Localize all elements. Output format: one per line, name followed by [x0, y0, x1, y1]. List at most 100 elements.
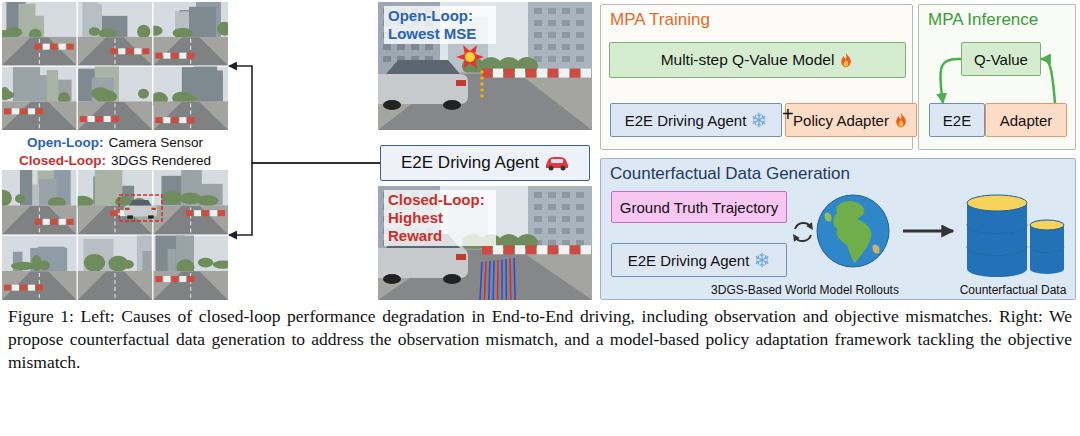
- graphic-part: Policy Adapter: [793, 112, 909, 129]
- snowflake-arm: [755, 254, 770, 265]
- road-barrier: [96, 116, 103, 122]
- graphic-part: Adapter: [1000, 112, 1053, 129]
- tree: [31, 255, 41, 271]
- connector-arrow: [940, 59, 961, 103]
- database-bottom: [1030, 242, 1064, 252]
- database-band: [967, 195, 1027, 211]
- camera-view: [78, 170, 153, 235]
- connector-arrow: [1041, 59, 1055, 103]
- collision-burst: [456, 45, 484, 69]
- sky: [2, 67, 77, 131]
- car-icon: [545, 155, 569, 171]
- camera-view: [78, 2, 153, 66]
- tree: [163, 191, 182, 204]
- trajectory-dot: [480, 88, 484, 92]
- flame-core: [844, 60, 849, 66]
- camera-grid: [2, 2, 228, 130]
- database-band: [967, 217, 1027, 233]
- road-barrier: [515, 245, 525, 254]
- road-barrier: [581, 69, 591, 78]
- snowflake-stroke: [756, 255, 768, 265]
- car-light: [456, 254, 466, 260]
- building-window: [534, 228, 542, 234]
- adapter-box: Adapter: [985, 103, 1067, 137]
- ground-truth-box: Ground Truth Trajectory: [611, 191, 787, 223]
- tree: [213, 260, 228, 268]
- building-window: [562, 8, 570, 14]
- road-barrier: [4, 285, 11, 291]
- rendered-panel: Closed-Loop:3DGS Rendered: [2, 150, 228, 300]
- building-window: [534, 216, 542, 222]
- trajectory-line: [480, 262, 482, 300]
- snowflake-stroke: [753, 116, 765, 123]
- building-window: [562, 240, 570, 246]
- snowflake-stroke: [756, 255, 768, 265]
- snowflake-stroke: [753, 116, 765, 123]
- building: [143, 251, 152, 271]
- building: [13, 67, 40, 101]
- connector-arrow: [903, 230, 953, 233]
- q-value-box: Q-Value: [961, 42, 1041, 76]
- building-window: [576, 240, 584, 246]
- road-barrier: [28, 285, 35, 291]
- tree: [89, 27, 100, 35]
- road-barrier: [581, 245, 591, 254]
- box-label: E2E Driving Agent: [628, 252, 750, 269]
- graphic-part: Multi-step Q-Value Model: [661, 51, 855, 69]
- road-barrier: [155, 276, 162, 282]
- data-generation-panel: Counterfactual Data GenerationGround Tru…: [600, 158, 1076, 300]
- tree: [217, 22, 228, 36]
- sky: [378, 2, 592, 130]
- tree: [153, 26, 162, 36]
- e2e-box: E2E: [929, 103, 985, 137]
- sky: [2, 236, 77, 301]
- box-label: Policy Adapter: [793, 112, 889, 129]
- building-window: [562, 216, 570, 222]
- lane-line: [190, 39, 191, 66]
- tree: [137, 25, 150, 39]
- ground: [2, 205, 77, 234]
- building-window: [576, 192, 584, 198]
- road-barrier: [35, 219, 42, 225]
- building-window: [548, 228, 556, 234]
- agent-box: E2E Driving Agent: [380, 145, 590, 181]
- camera-view: [2, 67, 77, 131]
- road: [153, 38, 228, 66]
- road-barrier: [570, 69, 580, 78]
- road: [2, 102, 77, 130]
- building-window: [548, 44, 556, 50]
- road-barrier: [43, 44, 50, 50]
- road-barrier: [51, 219, 58, 225]
- trajectory-line: [484, 262, 486, 301]
- road: [78, 102, 153, 130]
- car-wheel: [443, 100, 461, 110]
- building-window: [383, 44, 391, 50]
- building-window: [425, 44, 433, 50]
- building-window: [534, 204, 542, 210]
- road-barrier: [142, 48, 149, 54]
- road-barrier: [187, 53, 194, 59]
- car-wheel: [148, 215, 154, 218]
- building: [137, 236, 152, 271]
- road-barrier: [4, 108, 11, 114]
- car-window: [386, 60, 460, 74]
- building-window: [548, 8, 556, 14]
- building-window: [562, 20, 570, 26]
- road-barrier: [36, 108, 43, 114]
- trajectory-line: [501, 260, 503, 301]
- road-barrier: [187, 117, 194, 123]
- database-band: [1030, 242, 1064, 252]
- building-window: [576, 204, 584, 210]
- flame: [842, 53, 852, 67]
- road-barrier: [51, 44, 58, 50]
- snowflake-stroke: [753, 115, 765, 125]
- snowflake-arm: [752, 114, 767, 125]
- trajectory-dot: [480, 82, 484, 86]
- snowflake-icon: [754, 252, 770, 268]
- rollout-cycle-symbol: [789, 217, 817, 247]
- building-window: [548, 216, 556, 222]
- globe-land: [824, 212, 831, 221]
- road-barrier: [126, 48, 133, 54]
- road-scene: [378, 2, 592, 130]
